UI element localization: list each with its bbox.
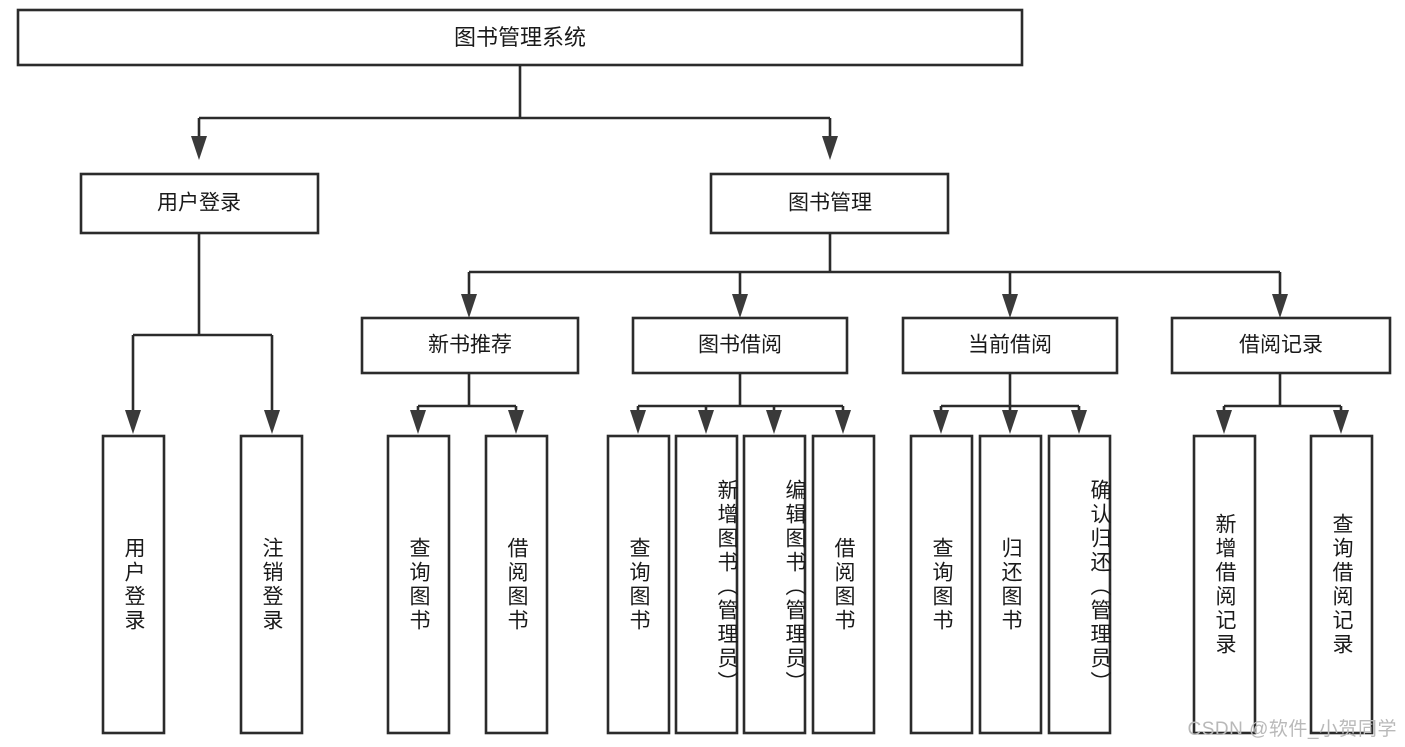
arrow-head-leaf-user-login <box>125 410 141 434</box>
node-book-borrow-label: 图书借阅 <box>698 334 782 357</box>
connector-user-login-to-leaves <box>125 233 280 434</box>
arrow-head-leaf-query-record <box>1333 410 1349 434</box>
node-user-login-box[interactable] <box>79 172 320 235</box>
node-leaf-user-logout-box[interactable] <box>239 434 304 735</box>
arrow-head-leaf-borrow-book-2 <box>835 410 851 434</box>
csdn-watermark: CSDN @软件_小贺同学 <box>1187 719 1397 740</box>
connector-current-borrow-to-leaves <box>933 373 1087 434</box>
node-leaf-user-login-box[interactable] <box>101 434 166 735</box>
arrow-head-leaf-user-logout <box>264 410 280 434</box>
arrow-head-book-manage <box>822 136 838 160</box>
node-borrow-record-box[interactable] <box>1170 316 1392 375</box>
arrow-head-borrow-record <box>1272 294 1288 318</box>
node-leaf-query-book-3-box[interactable] <box>909 434 974 735</box>
node-borrow-record-label: 借阅记录 <box>1239 334 1323 357</box>
connector-root-to-level1 <box>191 65 838 160</box>
node-user-login[interactable]: 用户登录 <box>79 172 320 235</box>
node-root-label: 图书管理系统 <box>454 25 586 50</box>
node-leaf-query-record-box[interactable] <box>1309 434 1374 735</box>
arrow-head-user-login <box>191 136 207 160</box>
arrow-head-leaf-edit-book <box>766 410 782 434</box>
node-current-borrow-box[interactable] <box>901 316 1119 375</box>
arrow-head-leaf-return-book <box>1002 410 1018 434</box>
node-new-book-recommend-label: 新书推荐 <box>428 334 512 357</box>
arrow-head-leaf-query-book-3 <box>933 410 949 434</box>
connector-new-book-recommend-to-leaves <box>410 373 524 434</box>
node-book-manage-box[interactable] <box>709 172 950 235</box>
arrow-head-leaf-add-record <box>1216 410 1232 434</box>
node-leaf-edit-book-box[interactable] <box>742 434 807 735</box>
node-leaf-return-book-box[interactable] <box>978 434 1043 735</box>
arrow-head-leaf-add-book <box>698 410 714 434</box>
node-book-manage-label: 图书管理 <box>788 192 872 215</box>
arrow-head-new-book-recommend <box>461 294 477 318</box>
connector-borrow-record-to-leaves <box>1216 373 1349 434</box>
node-borrow-record[interactable]: 借阅记录 <box>1170 316 1392 375</box>
node-new-book-recommend[interactable]: 新书推荐 <box>360 316 580 375</box>
connector-book-manage-to-level2 <box>461 233 1288 318</box>
node-leaf-query-book-1-box[interactable] <box>386 434 451 735</box>
node-current-borrow[interactable]: 当前借阅 <box>901 316 1119 375</box>
arrow-head-leaf-query-book-2 <box>630 410 646 434</box>
node-book-manage[interactable]: 图书管理 <box>709 172 950 235</box>
node-leaf-confirm-return-box[interactable] <box>1047 434 1112 735</box>
arrow-head-leaf-borrow-book-1 <box>508 410 524 434</box>
arrow-head-book-borrow <box>732 294 748 318</box>
node-root-box[interactable] <box>16 8 1024 67</box>
node-leaf-add-record-box[interactable] <box>1192 434 1257 735</box>
node-root[interactable]: 图书管理系统 <box>16 8 1024 67</box>
node-new-book-recommend-box[interactable] <box>360 316 580 375</box>
arrow-head-leaf-confirm-return <box>1071 410 1087 434</box>
arrow-head-leaf-query-book-1 <box>410 410 426 434</box>
node-book-borrow-box[interactable] <box>631 316 849 375</box>
node-leaf-borrow-book-1-box[interactable] <box>484 434 549 735</box>
node-leaf-add-book-box[interactable] <box>674 434 739 735</box>
node-user-login-label: 用户登录 <box>157 192 241 215</box>
arrow-head-current-borrow <box>1002 294 1018 318</box>
node-leaf-borrow-book-2-box[interactable] <box>811 434 876 735</box>
node-current-borrow-label: 当前借阅 <box>968 334 1052 357</box>
connector-book-borrow-to-leaves <box>630 373 851 434</box>
node-leaf-query-book-2-box[interactable] <box>606 434 671 735</box>
leaf-boxes <box>101 434 1374 735</box>
node-book-borrow[interactable]: 图书借阅 <box>631 316 849 375</box>
